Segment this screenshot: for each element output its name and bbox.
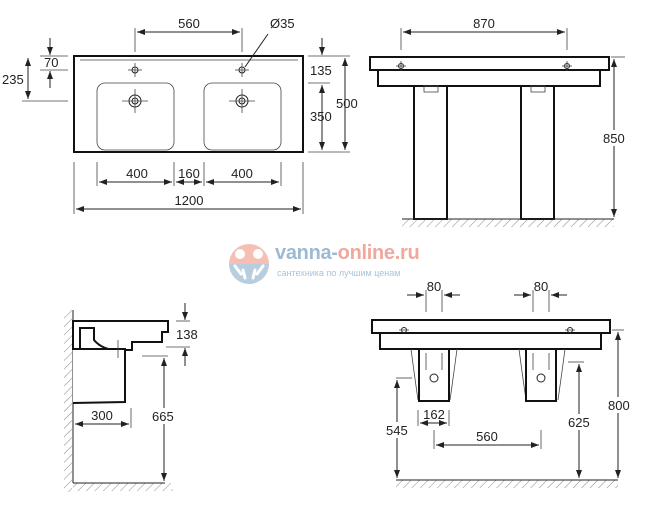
- dim-hole-offset: 70: [44, 55, 58, 70]
- watermark-tagline: сантехника по лучшим ценам: [277, 268, 401, 278]
- bowl-right: [203, 82, 282, 151]
- dim-faucet-spacing: 560: [178, 16, 200, 31]
- dim-left-height: 545: [386, 423, 408, 438]
- basin-top-2: [371, 319, 611, 334]
- pedestal-right: [520, 85, 555, 220]
- basin-body: [377, 69, 601, 87]
- watermark-brand: vanna-online.ru: [275, 242, 420, 264]
- dim-pedestal-spacing: 560: [476, 429, 498, 444]
- dim-pedestal-width: 162: [423, 407, 445, 422]
- dim-bowl-height: 138: [176, 327, 198, 342]
- dim-bowl-width-right: 400: [231, 166, 253, 181]
- front-view-pedestal: 870 850: [369, 16, 630, 227]
- dim-left-offset: 80: [427, 279, 441, 294]
- dim-pedestal-bottom-height: 665: [152, 409, 174, 424]
- basin-outline: [73, 55, 304, 153]
- semi-pedestal-left: [418, 348, 450, 402]
- dim-right-offset: 80: [534, 279, 548, 294]
- front-view-semi-pedestal: 80 80 162 560 545 625 800: [371, 279, 636, 488]
- side-view: 138 300 665: [64, 303, 198, 492]
- pedestal-left: [413, 85, 448, 220]
- dim-total-depth: 500: [336, 96, 358, 111]
- dim-fixing-spacing: 870: [473, 16, 495, 31]
- floor-hatch: [402, 219, 614, 227]
- dim-bowl-depth: 350: [310, 109, 332, 124]
- wall-hatch: [64, 310, 72, 492]
- semi-pedestal-profile: [72, 348, 126, 404]
- bowl-left: [96, 82, 175, 151]
- dim-top-height: 800: [608, 398, 630, 413]
- dim-hole-diameter: Ø35: [270, 16, 295, 31]
- floor-hatch-side: [73, 483, 173, 491]
- frog-logo-icon: [229, 244, 269, 284]
- dim-bowl-gap: 160: [178, 166, 200, 181]
- basin-body-2: [379, 332, 602, 350]
- dim-back-to-bowl: 135: [310, 63, 332, 78]
- floor-hatch-2: [396, 480, 618, 488]
- top-view: 560 Ø35 70 235 135 350 500 400 160 400 1: [2, 16, 358, 214]
- dim-total-width: 1200: [175, 193, 204, 208]
- dim-pedestal-height: 850: [603, 131, 625, 146]
- dim-bowl-width-left: 400: [126, 166, 148, 181]
- basin-profile: [72, 320, 169, 352]
- dim-drain-offset: 235: [2, 72, 24, 87]
- dim-drain-height: 625: [568, 415, 590, 430]
- watermark: vanna-online.ru сантехника по лучшим цен…: [225, 240, 420, 293]
- semi-pedestal-right: [525, 348, 557, 402]
- dim-pedestal-depth: 300: [91, 408, 113, 423]
- basin-top: [369, 56, 610, 71]
